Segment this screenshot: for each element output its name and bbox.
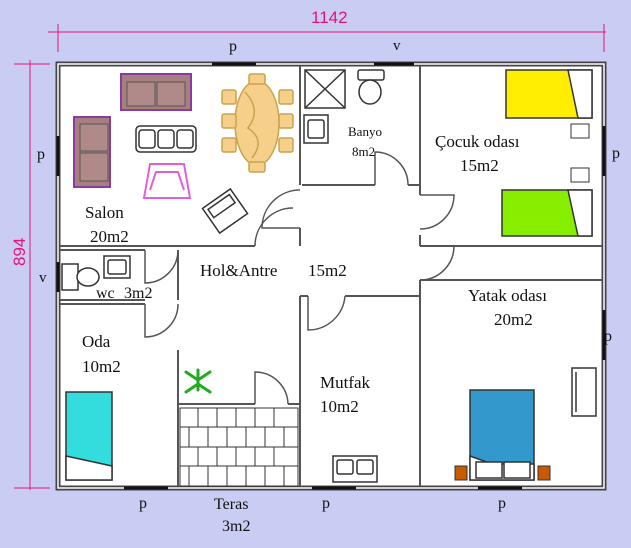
child-bed-2 xyxy=(501,189,593,237)
shower xyxy=(304,69,346,109)
dimension-lines xyxy=(14,24,606,490)
room-area-hol: 15m2 xyxy=(308,261,347,280)
window-marker-left-salon: p xyxy=(37,146,45,163)
kitchen-sink xyxy=(332,455,378,483)
window-marker-bottom-yatak: p xyxy=(498,495,506,512)
armchair xyxy=(142,163,192,199)
sink-banyo xyxy=(303,114,329,144)
window-marker-top-salon: p xyxy=(229,38,237,55)
sink-wc xyxy=(103,255,131,279)
window-marker-bottom-oda: p xyxy=(139,495,147,512)
child-bed-1 xyxy=(505,69,593,119)
oda-bed xyxy=(65,391,113,481)
room-name-hol: Hol&Antre xyxy=(200,261,278,280)
room-area-mutfak: 10m2 xyxy=(320,397,359,416)
room-name-yatak: Yatak odası xyxy=(468,286,548,305)
room-area-wc: 3m2 xyxy=(124,285,153,302)
teras-tiles xyxy=(179,407,299,487)
nightstand-yatak-1 xyxy=(454,465,468,481)
room-name-wc: wc xyxy=(96,285,115,302)
plant xyxy=(184,368,212,394)
toilet-wc xyxy=(61,263,100,291)
window-marker-bottom-mutfak: p xyxy=(322,495,330,512)
coffee-table xyxy=(135,125,197,153)
height-dimension-label: 894 xyxy=(10,237,29,266)
window-marker-right-cocuk: p xyxy=(612,145,620,162)
room-name-teras: Teras xyxy=(214,496,249,513)
room-area-cocuk: 15m2 xyxy=(460,156,499,175)
nightstand-2 xyxy=(570,167,590,183)
room-bed xyxy=(469,389,535,481)
room-name-mutfak: Mutfak xyxy=(320,373,371,392)
corner-chair xyxy=(201,187,249,235)
dining-set xyxy=(221,73,294,173)
room-name-oda: Oda xyxy=(82,332,111,351)
width-dimension-label: 1142 xyxy=(311,8,348,27)
room-area-teras: 3m2 xyxy=(222,518,251,535)
room-area-salon: 20m2 xyxy=(90,227,129,246)
nightstand-1 xyxy=(570,123,590,139)
room-name-cocuk: Çocuk odası xyxy=(435,132,520,151)
door-swings xyxy=(144,151,455,405)
nightstand-yatak-2 xyxy=(537,465,551,481)
room-name-banyo: Banyo xyxy=(348,124,382,139)
room-name-salon: Salon xyxy=(85,203,124,222)
window-marks xyxy=(56,62,606,490)
sofa-left xyxy=(73,116,111,188)
room-area-banyo: 8m2 xyxy=(352,144,376,159)
vent-marker-left-wc: v xyxy=(39,270,47,286)
room-area-yatak: 20m2 xyxy=(494,310,533,329)
room-area-oda: 10m2 xyxy=(82,357,121,376)
vent-marker-top-banyo: v xyxy=(393,38,401,54)
window-marker-right-yatak: p xyxy=(604,328,612,345)
wardrobe xyxy=(571,367,597,417)
sofa-top xyxy=(120,73,192,111)
toilet-banyo xyxy=(357,69,385,105)
interior-walls xyxy=(60,66,602,486)
